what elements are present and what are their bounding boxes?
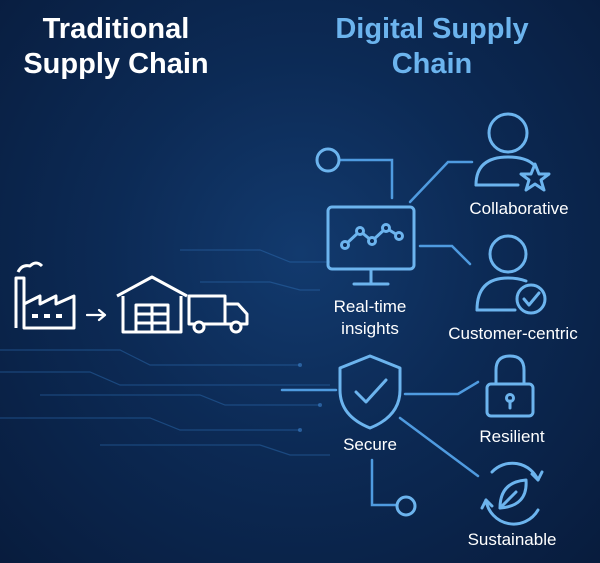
secure-label: Secure [343, 435, 397, 454]
digital-title-line1: Digital Supply [335, 13, 529, 45]
realtime-insights-label: Real-time insights [314, 296, 426, 340]
user-check-icon [475, 234, 547, 315]
customer-centric-label: Customer-centric [448, 324, 578, 343]
connector-sustainable [398, 416, 480, 478]
sustainable-label: Sustainable [467, 530, 557, 549]
leaf-cycle-icon [480, 461, 544, 526]
arrow-right-icon [86, 308, 107, 322]
collaborative-label: Collaborative [469, 199, 569, 218]
padlock-icon [485, 354, 535, 418]
user-star-icon [474, 112, 551, 192]
traditional-title-line1: Traditional [42, 13, 190, 45]
realtime-label-line1: Real-time [333, 297, 407, 316]
truck-icon [187, 294, 249, 334]
top-node-circle [315, 147, 341, 173]
resilient-label: Resilient [479, 427, 545, 446]
realtime-label-line2: insights [341, 319, 399, 338]
connector-collaborative [408, 160, 474, 204]
digital-title: Digital Supply Chain [318, 12, 546, 82]
connector-customer [418, 244, 472, 266]
shield-check-icon [338, 354, 402, 430]
connector-bottom-node [370, 458, 398, 507]
monitor-chart-icon [326, 205, 416, 286]
connector-top-node [338, 158, 394, 200]
connector-resilient [403, 380, 480, 396]
warehouse-icon [116, 275, 188, 334]
traditional-title-line2: Supply Chain [23, 48, 209, 80]
bottom-node-circle [395, 495, 417, 517]
factory-icon [14, 261, 76, 330]
traditional-title: Traditional Supply Chain [0, 12, 232, 82]
digital-title-line2: Chain [391, 48, 473, 80]
